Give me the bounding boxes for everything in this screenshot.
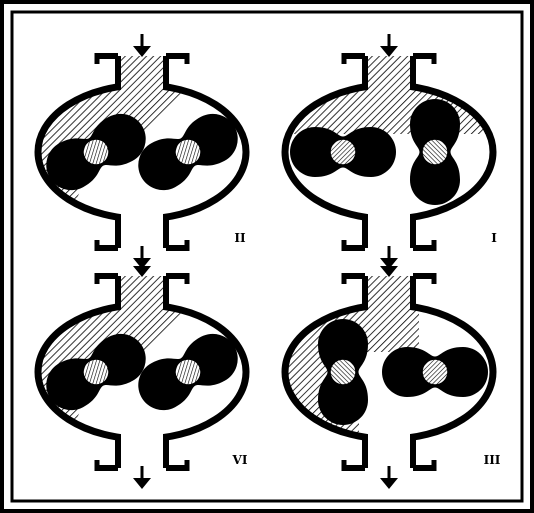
rotor-shaft: [330, 139, 356, 165]
rotor-shaft: [422, 359, 448, 385]
rotor-shaft: [422, 139, 448, 165]
panel-label-i: I: [491, 231, 497, 245]
rotor-shaft: [330, 359, 356, 385]
panel-label-iii: III: [484, 453, 501, 467]
panel-label-vi: VI: [232, 453, 248, 467]
panel-label-ii: II: [234, 231, 246, 245]
